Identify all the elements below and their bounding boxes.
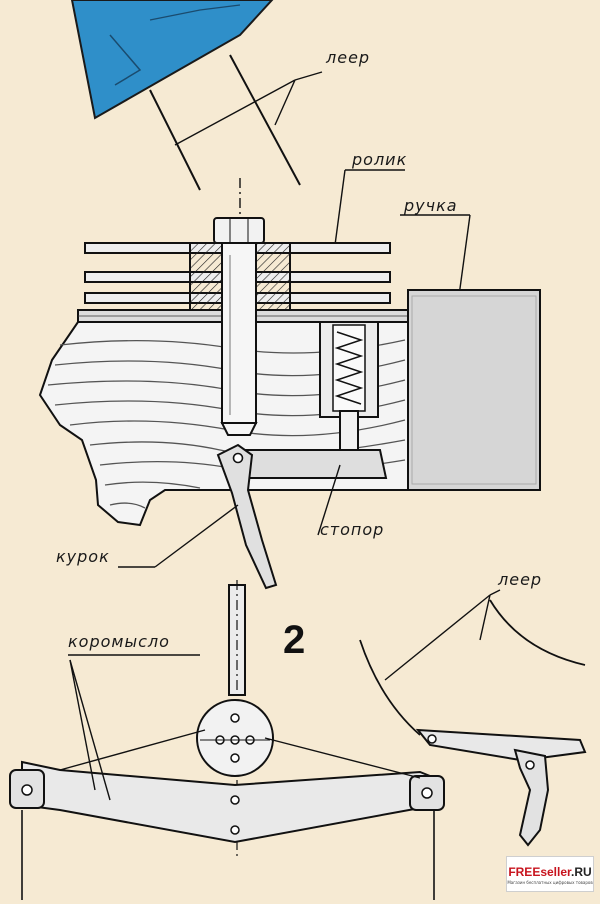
watermark-brand-dark: .RU	[571, 865, 592, 879]
label-koromyslo: коромысло	[68, 632, 170, 651]
label-stopor: стопор	[320, 520, 385, 539]
bolt	[213, 217, 265, 436]
label-leer-bottom: леер	[498, 570, 543, 589]
figure-number: 2	[283, 618, 306, 662]
watermark-badge: FREEseller.RU Магазин бесплатных цифровы…	[506, 856, 594, 892]
watermark-tagline: Магазин бесплатных цифровых товаров	[507, 880, 593, 885]
stopper-spring	[319, 321, 379, 464]
bottom-bracket	[239, 449, 388, 479]
label-ruchka: ручка	[404, 196, 458, 215]
watermark-brand-red: FREEseller	[508, 865, 572, 879]
trigger-lever	[216, 443, 278, 590]
leer-line	[149, 89, 201, 191]
leer-line	[229, 54, 301, 186]
sail-shape	[70, 0, 274, 120]
label-rolik: ролик	[352, 150, 408, 169]
handle-block	[407, 289, 541, 491]
label-leer-top: леер	[326, 48, 371, 67]
label-kurok: курок	[56, 547, 110, 566]
leer-bracket	[415, 728, 587, 762]
